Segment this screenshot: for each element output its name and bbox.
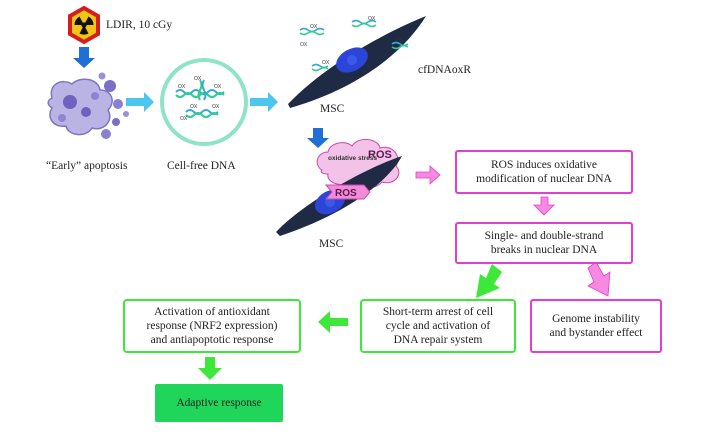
antioxidant-activation-text: Activation of antioxidant response (NRF2… <box>146 306 278 346</box>
ox-label: OX <box>300 42 308 48</box>
antioxidant-activation-box: Activation of antioxidant response (NRF2… <box>123 299 301 353</box>
msc-bottom-cell-illustration: ROS <box>276 156 402 236</box>
ox-label: OX <box>180 116 188 122</box>
ox-label: OX <box>190 104 198 110</box>
apoptotic-cells-illustration <box>47 72 129 139</box>
adaptive-response-text: Adaptive response <box>176 397 262 409</box>
ros-oxidative-modification-text: ROS induces oxidative modification of nu… <box>476 159 612 185</box>
ox-label: OX <box>178 84 186 90</box>
radiation-to-apoptosis-arrow <box>73 47 95 68</box>
msc-to-stress-arrow <box>307 128 329 148</box>
early-apoptosis-label: “Early” apoptosis <box>46 160 128 172</box>
apoptosis-to-cfdna-arrow <box>126 92 154 112</box>
cell-free-dna-label: Cell-free DNA <box>167 160 236 172</box>
short-term-arrest-box: Short-term arrest of cell cycle and acti… <box>360 299 516 353</box>
msc-top-label: MSC <box>320 103 345 115</box>
ox-label: OX <box>310 24 318 30</box>
activation-to-adaptive-arrow <box>198 357 222 380</box>
breaks-to-genome-arrow <box>587 261 611 297</box>
strand-breaks-text: Single- and double-strand breaks in nucl… <box>484 230 604 256</box>
ox-label: OX <box>214 84 222 90</box>
ros-oxidative-modification-box: ROS induces oxidative modification of nu… <box>455 150 633 194</box>
msc-top-cell-illustration: OX OX OX OX OX <box>288 16 426 108</box>
msc-to-ros-box-arrow <box>415 165 441 185</box>
msc-bottom-label: MSC <box>319 238 344 250</box>
cell-free-dna-illustration: OX OX OX OX OX OX <box>160 58 248 146</box>
ox-label: OX <box>194 76 202 82</box>
cfdna-to-msc-arrow <box>250 92 278 112</box>
genome-instability-text: Genome instability and bystander effect <box>549 313 643 339</box>
arrest-to-activation-arrow <box>318 311 348 333</box>
oxidative-stress-label: oxidative stress <box>328 155 378 162</box>
strand-breaks-box: Single- and double-strand breaks in nucl… <box>455 222 633 264</box>
ox-label: OX <box>322 60 330 66</box>
breaks-to-arrest-arrow <box>476 264 502 298</box>
ox-label: OX <box>396 38 404 44</box>
ros-cloud-label: ROS <box>368 149 392 161</box>
adaptive-response-box: Adaptive response <box>155 384 283 422</box>
ros-box-to-breaks-arrow <box>533 196 555 216</box>
short-term-arrest-text: Short-term arrest of cell cycle and acti… <box>382 306 494 346</box>
cfdnaoxr-label: cfDNAoxR <box>418 64 472 76</box>
ldir-label: LDIR, 10 cGy <box>106 19 173 31</box>
ros-cell-label: ROS <box>335 188 357 199</box>
radiation-hazard-icon <box>68 5 100 45</box>
genome-instability-box: Genome instability and bystander effect <box>530 299 662 353</box>
ox-label: OX <box>368 16 376 22</box>
ox-label: OX <box>212 104 220 110</box>
